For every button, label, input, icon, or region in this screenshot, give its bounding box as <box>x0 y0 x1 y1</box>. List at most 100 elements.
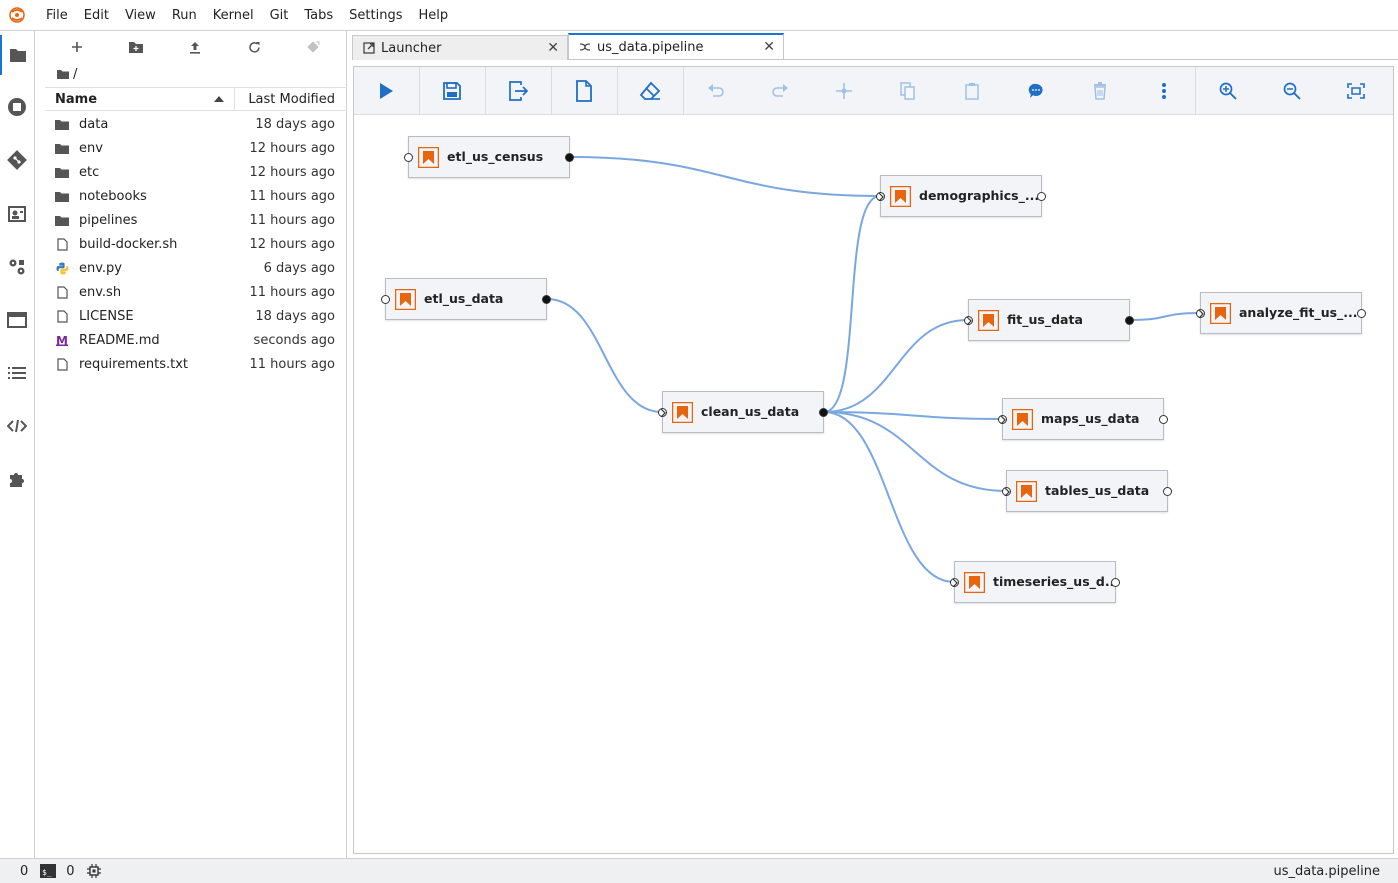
output-port[interactable] <box>819 408 828 417</box>
pipeline-node-demographics[interactable]: demographics_... <box>876 175 1046 217</box>
refresh-icon[interactable] <box>242 37 266 57</box>
pipeline-link[interactable] <box>823 411 955 583</box>
components-icon[interactable] <box>0 247 34 287</box>
pipeline-node-fit[interactable]: fit_us_data <box>964 299 1134 341</box>
output-port[interactable] <box>1159 415 1168 424</box>
output-port[interactable] <box>1357 309 1366 318</box>
tabs-icon[interactable] <box>0 300 34 340</box>
input-port[interactable] <box>998 415 1007 424</box>
running-icon[interactable] <box>0 87 34 127</box>
output-port[interactable] <box>1125 316 1134 325</box>
pipeline-node-etl_census[interactable]: etl_us_census <box>404 136 574 178</box>
input-port[interactable] <box>950 578 959 587</box>
upload-icon[interactable] <box>183 37 207 57</box>
pipeline-link[interactable] <box>823 411 1007 492</box>
output-port[interactable] <box>1111 578 1120 587</box>
input-port[interactable] <box>1002 487 1011 496</box>
pipeline-link[interactable] <box>823 319 969 413</box>
svg-text:$_: $_ <box>42 868 52 877</box>
menu-settings[interactable]: Settings <box>349 7 403 23</box>
column-modified-header[interactable]: Last Modified <box>248 91 335 107</box>
pipeline-link[interactable] <box>823 411 1003 420</box>
output-port[interactable] <box>1163 487 1172 496</box>
pipeline-node-tables[interactable]: tables_us_data <box>1002 470 1172 512</box>
menu-git[interactable]: Git <box>269 7 289 23</box>
export-pipeline-button[interactable] <box>486 67 550 115</box>
close-icon[interactable]: ✕ <box>763 39 775 55</box>
delete-button[interactable] <box>1068 67 1132 115</box>
terminal-count[interactable]: 0 <box>20 863 29 879</box>
undo-button[interactable] <box>684 67 748 115</box>
menu-help[interactable]: Help <box>418 7 449 23</box>
output-port[interactable] <box>565 153 574 162</box>
copy-button[interactable] <box>876 67 940 115</box>
code-snippets-icon[interactable] <box>0 406 34 446</box>
git-clone-icon[interactable] <box>301 37 325 57</box>
property-inspector-icon[interactable] <box>0 194 34 234</box>
column-name-header[interactable]: Name <box>45 88 235 110</box>
tab-pipeline[interactable]: us_data.pipeline ✕ <box>568 33 784 59</box>
input-port[interactable] <box>381 295 390 304</box>
pipeline-canvas[interactable]: etl_us_census demographics_... etl_us_data… <box>354 115 1393 853</box>
pipeline-node-timeseries[interactable]: timeseries_us_d... <box>950 561 1120 603</box>
save-pipeline-button[interactable] <box>420 67 484 115</box>
more-options-button[interactable] <box>1132 67 1196 115</box>
input-port[interactable] <box>1196 309 1205 318</box>
menu-file[interactable]: File <box>46 7 68 23</box>
menu-run[interactable]: Run <box>171 7 197 23</box>
file-name: build-docker.sh <box>79 236 178 252</box>
folder-icon[interactable] <box>0 35 34 75</box>
open-runtimes-button[interactable] <box>552 67 616 115</box>
input-port[interactable] <box>404 153 413 162</box>
menu-kernel[interactable]: Kernel <box>212 7 254 23</box>
paste-button[interactable] <box>940 67 1004 115</box>
kernel-count[interactable]: 0 <box>66 863 75 879</box>
pipeline-node-analyze[interactable]: analyze_fit_us_... <box>1196 292 1366 334</box>
notebook-node-icon <box>978 310 999 331</box>
zoom-out-button[interactable] <box>1260 67 1324 115</box>
tab-launcher[interactable]: Launcher ✕ <box>352 35 568 60</box>
run-pipeline-button[interactable] <box>354 67 418 115</box>
folder-icon[interactable] <box>57 69 69 79</box>
input-port[interactable] <box>876 192 885 201</box>
zoom-in-button[interactable] <box>1196 67 1260 115</box>
menu-edit[interactable]: Edit <box>83 7 109 23</box>
extensions-icon[interactable] <box>0 459 34 499</box>
input-port[interactable] <box>964 316 973 325</box>
pipeline-node-etl_data[interactable]: etl_us_data <box>381 278 551 320</box>
redo-button[interactable] <box>748 67 812 115</box>
pipeline-node-maps[interactable]: maps_us_data <box>998 398 1168 440</box>
toc-icon[interactable] <box>0 353 34 393</box>
git-icon[interactable] <box>0 140 34 180</box>
new-launcher-icon[interactable] <box>65 37 89 57</box>
menu-view[interactable]: View <box>124 7 156 23</box>
cut-button[interactable] <box>812 67 876 115</box>
new-folder-icon[interactable] <box>124 37 148 57</box>
output-port[interactable] <box>542 295 551 304</box>
clear-pipeline-button[interactable] <box>618 67 682 115</box>
input-port[interactable] <box>658 408 667 417</box>
breadcrumb-root[interactable]: / <box>73 66 78 82</box>
close-icon[interactable]: ✕ <box>547 40 559 56</box>
pipeline-node-clean[interactable]: clean_us_data <box>658 391 828 433</box>
pipeline-link[interactable] <box>823 195 881 413</box>
menu-tabs[interactable]: Tabs <box>304 7 334 23</box>
add-comment-button[interactable] <box>1004 67 1068 115</box>
pipeline-editor: etl_us_census demographics_... etl_us_data… <box>353 66 1394 854</box>
pipeline-link[interactable] <box>546 298 663 413</box>
pipeline-link[interactable] <box>569 156 881 197</box>
output-port[interactable] <box>1037 192 1046 201</box>
pipeline-link[interactable] <box>1129 312 1201 321</box>
zoom-to-fit-button[interactable] <box>1324 67 1388 115</box>
